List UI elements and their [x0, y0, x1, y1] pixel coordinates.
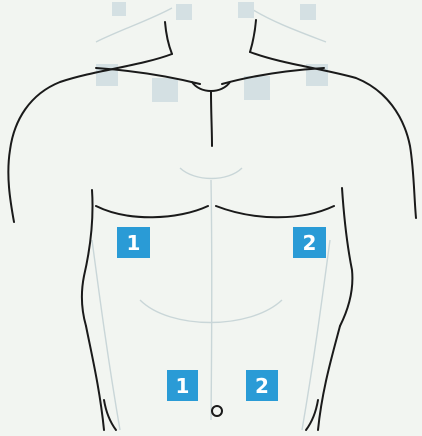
left-shoulder-arm	[8, 54, 172, 222]
right-hip-mark	[306, 400, 318, 430]
injection-site-lower-left: 1	[167, 370, 198, 401]
injection-site-upper-right-label: 2	[303, 233, 317, 253]
injection-site-upper-left: 1	[117, 227, 150, 258]
faded-square-2	[176, 4, 192, 20]
faded-square-7	[244, 76, 270, 100]
neck-left	[165, 22, 172, 54]
injection-site-lower-right-label: 2	[255, 376, 269, 396]
faded-back-left	[92, 240, 120, 430]
faded-spine-line	[211, 180, 212, 420]
sternum-line	[211, 92, 212, 146]
faded-back-right	[302, 240, 330, 430]
navel-outline	[212, 406, 222, 416]
pectoral-left	[96, 206, 208, 217]
pectoral-right	[216, 206, 334, 217]
injection-site-upper-right: 2	[293, 227, 326, 258]
faded-square-3	[238, 2, 254, 18]
injection-site-lower-left-label: 1	[176, 376, 190, 396]
faded-back-squares	[96, 2, 328, 102]
faded-shoulder-line-left	[96, 8, 172, 42]
injection-site-lower-right: 2	[246, 370, 278, 401]
faded-square-6	[152, 78, 178, 102]
navel	[212, 406, 222, 416]
right-waist	[318, 326, 340, 430]
left-armpit-line	[82, 190, 93, 326]
right-armpit-line	[340, 188, 352, 326]
faded-square-1	[112, 2, 126, 16]
right-shoulder-arm	[250, 52, 416, 218]
faded-square-4	[300, 4, 316, 20]
left-hip-mark	[104, 400, 116, 430]
injection-site-upper-left-label: 1	[127, 233, 141, 253]
faded-chest-curve	[180, 168, 242, 179]
left-waist	[86, 326, 104, 430]
neck-right	[250, 20, 256, 52]
